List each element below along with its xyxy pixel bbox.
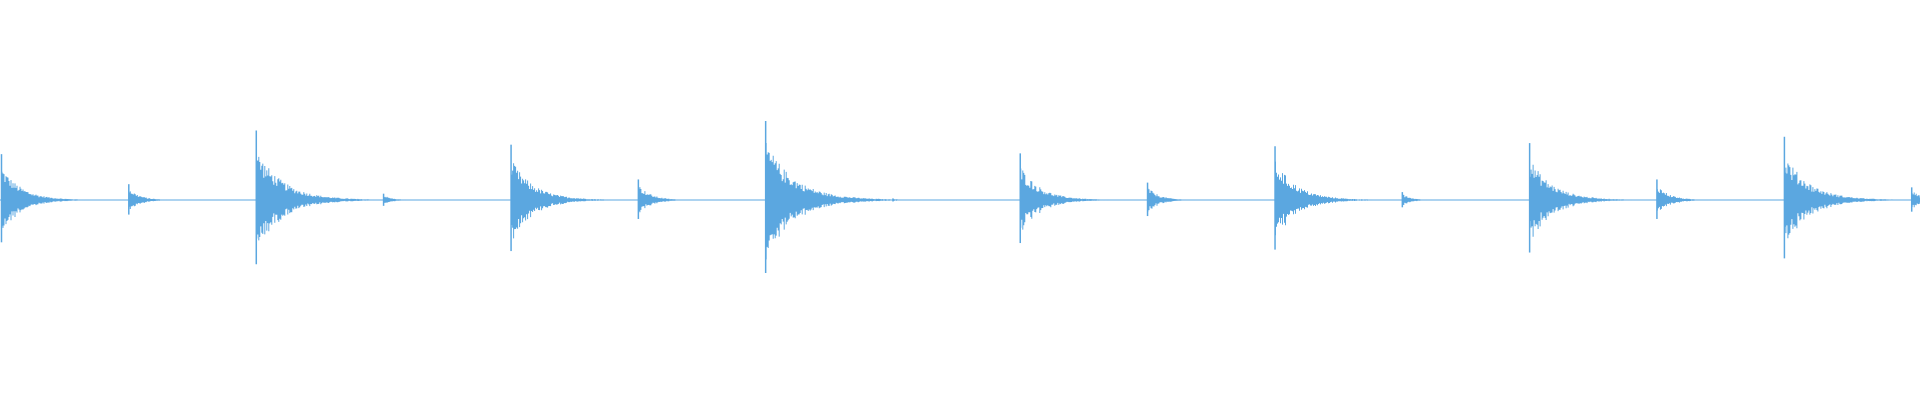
transient-decay (383, 196, 422, 203)
transient-decay (1402, 194, 1443, 205)
transient-14 (1783, 136, 1895, 259)
transient-10 (1274, 146, 1373, 250)
transient-decay (638, 187, 695, 213)
transient-decay (1656, 189, 1713, 211)
transient-1 (128, 184, 179, 215)
transient-decay (511, 163, 612, 239)
transient-6 (764, 120, 896, 273)
transient-5 (637, 179, 695, 219)
transient-decay (765, 143, 896, 260)
transient-12 (1528, 143, 1632, 253)
transient-2 (255, 130, 375, 265)
transient-decay (1020, 168, 1110, 230)
transient-7 (892, 198, 915, 202)
transient-decay (1529, 164, 1632, 237)
transient-decay (1275, 161, 1373, 236)
transient-8 (1019, 153, 1110, 244)
transient-9 (1146, 182, 1200, 217)
transient-decay (1, 171, 90, 228)
transient-13 (1656, 179, 1713, 219)
waveform-hits (0, 120, 1920, 273)
transient-decay (1911, 192, 1920, 208)
transient-decay (893, 198, 915, 202)
transient-3 (382, 193, 422, 206)
transient-decay (1147, 188, 1200, 212)
transient-15 (1910, 187, 1920, 212)
transient-11 (1401, 192, 1443, 208)
transient-decay (256, 156, 375, 241)
transient-0 (0, 154, 90, 243)
transient-decay (128, 191, 179, 209)
transient-4 (510, 144, 612, 252)
transient-decay (1784, 163, 1895, 239)
